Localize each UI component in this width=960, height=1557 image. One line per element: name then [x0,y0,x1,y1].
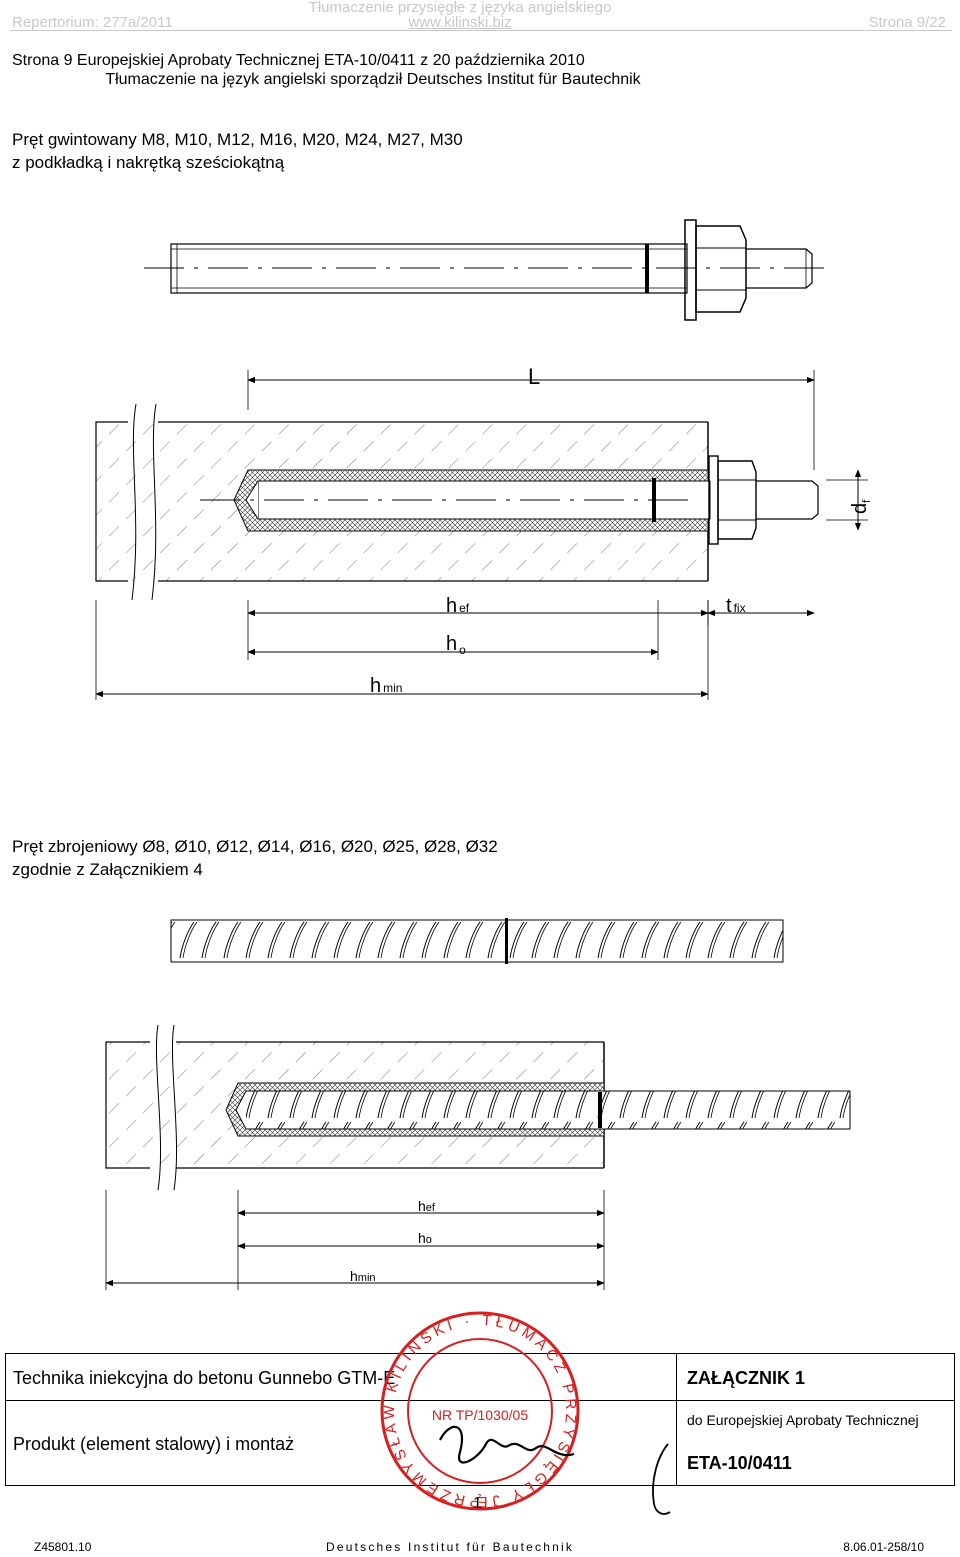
repertorium-number: Repertorium: 277a/2011 [12,14,173,31]
rebar-elevation [170,918,784,964]
page-header: Repertorium: 277a/2011 Tłumaczenie przys… [0,0,960,31]
rebar-installed: hef ho hmin [105,1024,851,1290]
dim-tfix-main: t [726,595,732,617]
website-link[interactable]: www.kilinski.biz [408,14,512,31]
annex-label: ZAŁĄCZNIK 1 [687,1368,805,1388]
header-center: Tłumaczenie przysięgłe z języka angielsk… [0,0,920,30]
dim-h0-main: h [446,633,457,655]
dim-df-main: d [849,503,871,514]
eta-number: ETA-10/0411 [687,1453,792,1473]
section-rebar-line1: Pręt zbrojeniowy Ø8, Ø10, Ø12, Ø14, Ø16,… [12,837,498,856]
dim-L: L [528,364,540,389]
table-divider-vertical [676,1354,677,1485]
footer-ref-number: 8.06.01-258/10 [843,1540,924,1554]
stamp-bottom-number: 1 [473,1495,482,1512]
dim-h0-sub: o [459,643,466,657]
translation-note: Tłumaczenie przysięgłe z języka angielsk… [308,0,612,16]
product-subtitle: Produkt (element stalowy) i montaż [13,1434,295,1454]
dim-tfix-sub: fix [734,601,746,615]
document-subtitle: Tłumaczenie na język angielski sporządzi… [105,71,641,88]
section-threaded-rod-line2: z podkładką i nakrętką sześciokątną [12,153,285,172]
product-title: Technika iniekcyjna do betonu Gunnebo GT… [13,1368,396,1388]
dim-df: df [849,499,873,514]
annex-table: Technika iniekcyjna do betonu Gunnebo GT… [5,1353,955,1486]
dim-hmin-main: h [370,675,381,697]
section-threaded-rod-line1: Pręt gwintowany M8, M10, M12, M16, M20, … [12,130,463,149]
section-rebar-line2: zgodnie z Załącznikiem 4 [12,860,203,879]
section-rebar-heading: Pręt zbrojeniowy Ø8, Ø10, Ø12, Ø14, Ø16,… [12,835,498,881]
signature-mark [652,1443,671,1515]
dim-h0-2-main: h [418,1230,426,1246]
dim-hef-main: h [446,595,457,617]
section-threaded-rod-heading: Pręt gwintowany M8, M10, M12, M16, M20, … [12,128,463,174]
footer-institute: Deutsches Institut für Bautechnik [326,1540,575,1554]
dim-hef-sub: ef [459,601,470,615]
dim-h0-2: ho [418,1230,432,1246]
header-divider [10,30,952,31]
dim-hmin-sub: min [383,681,402,695]
footer-doc-number: Z45801.10 [34,1540,92,1554]
dim-hef-2-sub: ef [426,1202,436,1214]
stamp-number: NR TP/1030/05 [432,1407,528,1423]
dim-hef-2-main: h [418,1198,426,1214]
dim-df-sub: f [861,499,873,503]
table-divider-horizontal [6,1400,954,1401]
translator-stamp: PRZEMYSŁAW KILIŃSKI · TŁUMACZ PRZYSIĘGŁY… [360,1310,580,1512]
dim-h0-2-sub: o [426,1234,432,1246]
threaded-rod-elevation [144,219,832,321]
dim-hmin-2-main: h [350,1268,358,1284]
annex-reference: do Europejskiej Aprobaty Technicznej [687,1412,919,1428]
signature [439,1425,575,1464]
dim-hef-2: hef [418,1198,436,1214]
dim-hmin-2: hmin [350,1268,376,1284]
dim-hmin-2-sub: min [358,1272,376,1284]
document-title: Strona 9 Europejskiej Aprobaty Techniczn… [12,52,585,69]
page-number: Strona 9/22 [868,14,946,31]
